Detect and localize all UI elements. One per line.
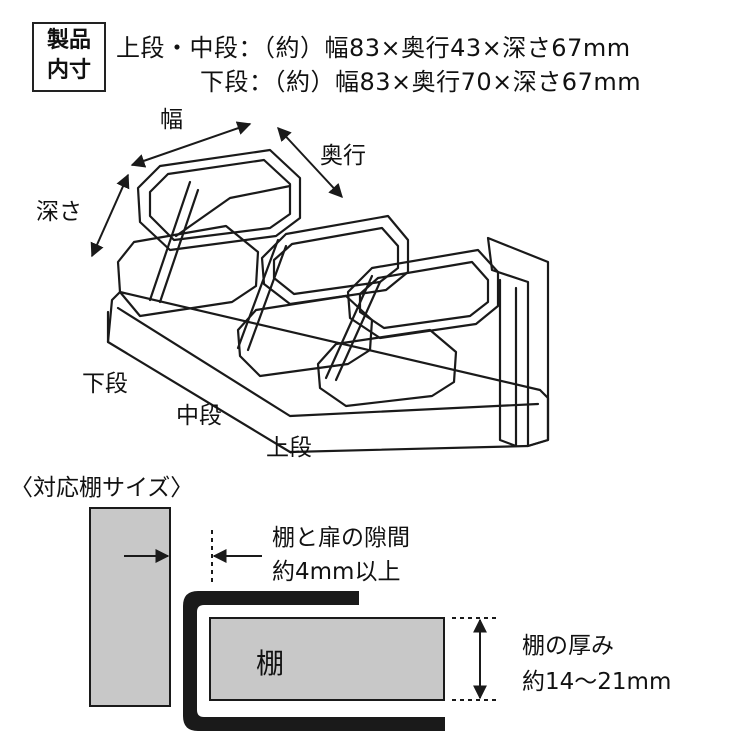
spec-upper-middle: 上段・中段：（約）幅83×奥行43×深さ67mm [116, 34, 631, 62]
tier-upper-label: 上段 [266, 435, 312, 461]
height-dimension-arrow [90, 173, 130, 258]
rack-frame [106, 148, 550, 454]
depth-dimension-arrow [277, 126, 343, 199]
badge-line-1: 製品 [46, 28, 91, 53]
shelf-label: 棚 [256, 647, 285, 680]
width-label: 幅 [160, 107, 183, 133]
badge-line-2: 内寸 [46, 58, 91, 83]
gap-label-line-2: 約4mm以上 [272, 559, 401, 585]
thickness-label-line-2: 約14〜21mm [522, 669, 672, 695]
thickness-label-line-1: 棚の厚み [522, 633, 614, 659]
shelf-board [209, 617, 445, 701]
depth-label: 奥行 [320, 143, 366, 169]
product-dimensions-badge: 製品 内寸 [32, 22, 106, 92]
width-dimension-arrow [130, 121, 252, 168]
spec-lower: 下段：（約）幅83×奥行70×深さ67mm [200, 68, 642, 96]
tier-middle-label: 中段 [176, 403, 222, 429]
shelf-section-title: 〈対応棚サイズ〉 [10, 475, 194, 501]
door-panel [89, 507, 171, 707]
gap-label-line-1: 棚と扉の隙間 [272, 525, 410, 551]
tier-lower-label: 下段 [82, 371, 128, 397]
shelf-clamp [183, 591, 445, 731]
height-label: 深さ [36, 199, 82, 225]
